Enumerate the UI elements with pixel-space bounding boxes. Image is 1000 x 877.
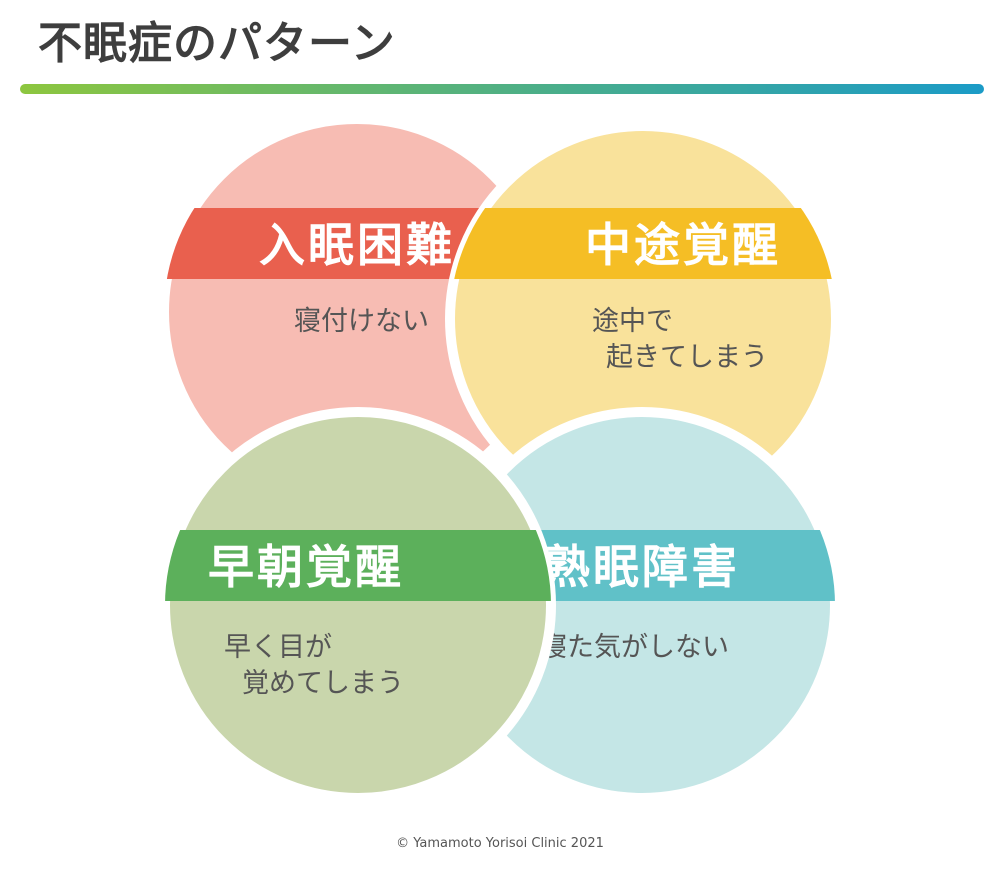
description-chuto-kakusei: 途中で 起きてしまう [592, 306, 768, 373]
description-line: 早く目が [224, 632, 332, 663]
footer-copyright: © Yamamoto Yorisoi Clinic 2021 [396, 836, 604, 851]
description-line: 途中で [592, 306, 673, 337]
description-line: 寝た気がしない [540, 632, 729, 663]
label-nyumin-konnan: 入眠困難 [259, 218, 455, 272]
description-soucho-kakusei: 早く目が 覚めてしまう [224, 632, 404, 699]
label-chuto-kakusei: 中途覚醒 [585, 218, 781, 272]
label-soucho-kakusei: 早朝覚醒 [208, 540, 404, 594]
pattern-soucho-kakusei: 早朝覚醒 早く目が 覚めてしまう [160, 407, 556, 803]
circle-soucho-kakusei [160, 407, 556, 803]
title-underline [20, 84, 984, 94]
description-line: 起きてしまう [606, 342, 768, 373]
band-soucho-kakusei [165, 530, 551, 601]
page-title: 不眠症のパターン [38, 18, 396, 69]
description-line: 覚めてしまう [242, 668, 404, 699]
pattern-chuto-kakusei: 中途覚醒 途中で 起きてしまう [445, 121, 841, 517]
band-chuto-kakusei [450, 208, 836, 279]
description-nyumin-konnan: 寝付けない [294, 306, 429, 337]
label-jukumin-shogai: 熟眠障害 [544, 540, 740, 594]
description-line: 寝付けない [294, 306, 429, 337]
description-jukumin-shogai: 寝た気がしない [540, 632, 729, 663]
pattern-nyumin-konnan: 入眠困難 寝付けない [159, 114, 555, 510]
